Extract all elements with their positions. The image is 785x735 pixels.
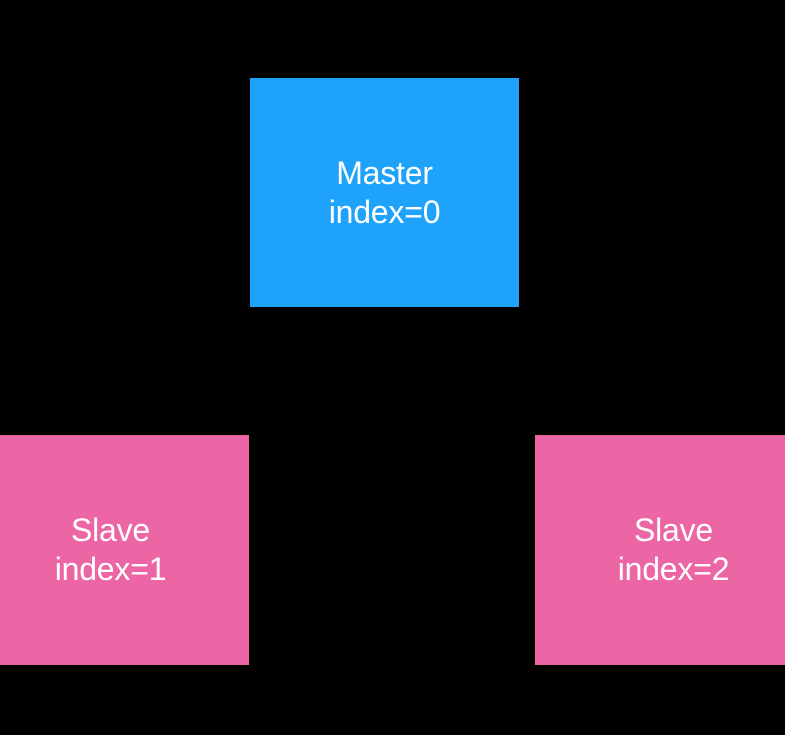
- node-slave-1-role-label: Slave: [70, 512, 151, 548]
- node-slave-1-index-label: index=1: [54, 551, 167, 587]
- node-slave-1[interactable]: Slave index=1: [0, 435, 249, 665]
- node-master-role-label: Master: [336, 154, 433, 191]
- node-master-index-label: index=0: [328, 193, 441, 230]
- node-slave-2[interactable]: Slave index=2: [535, 435, 785, 665]
- node-slave-2-index-label: index=2: [617, 551, 730, 587]
- node-slave-2-role-label: Slave: [633, 512, 714, 548]
- node-master[interactable]: Master index=0: [250, 78, 519, 307]
